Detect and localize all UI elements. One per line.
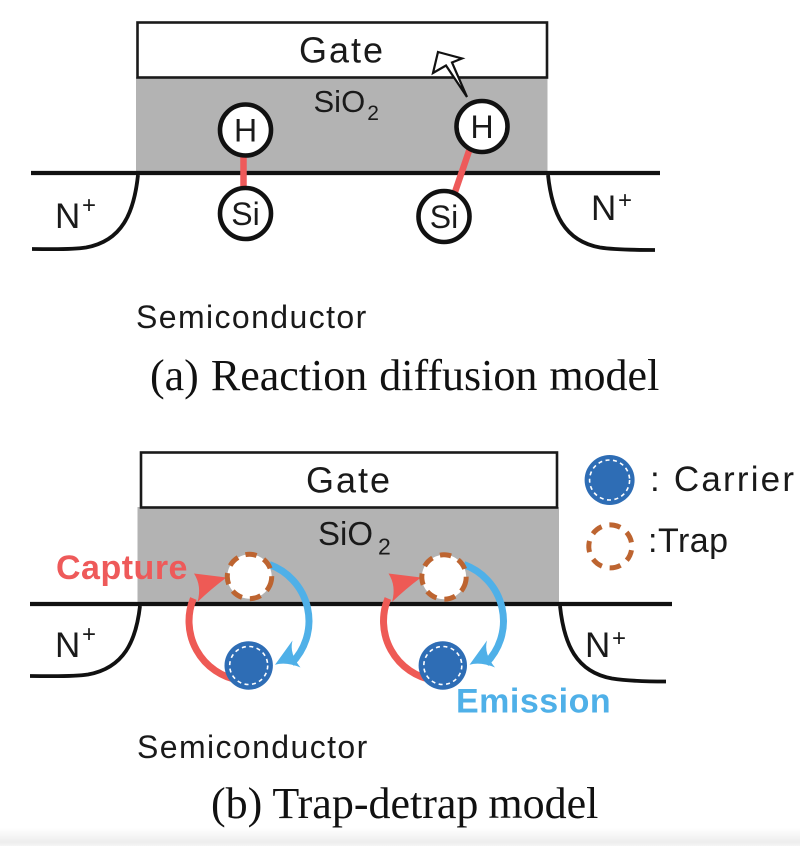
svg-text:Gate: Gate: [299, 30, 385, 71]
svg-text:Emission: Emission: [456, 683, 611, 721]
svg-text:Semiconductor: Semiconductor: [137, 729, 369, 765]
svg-text:Semiconductor: Semiconductor: [136, 299, 368, 335]
svg-text:Si: Si: [231, 196, 259, 232]
svg-text:N: N: [55, 626, 80, 665]
svg-text:+: +: [82, 621, 96, 648]
svg-text:N: N: [585, 626, 610, 665]
svg-text:+: +: [612, 625, 626, 652]
svg-text::Trap: :Trap: [648, 522, 729, 560]
svg-text:Gate: Gate: [306, 460, 392, 501]
svg-text:+: +: [618, 187, 632, 214]
svg-text:N: N: [55, 197, 80, 236]
svg-text:Si: Si: [430, 199, 458, 235]
svg-text:H: H: [470, 109, 493, 145]
svg-text:: Carrier: : Carrier: [650, 460, 796, 499]
svg-text:+: +: [82, 192, 96, 219]
svg-text:N: N: [591, 189, 616, 228]
svg-text:H: H: [234, 113, 257, 149]
svg-text:Capture: Capture: [56, 549, 188, 587]
